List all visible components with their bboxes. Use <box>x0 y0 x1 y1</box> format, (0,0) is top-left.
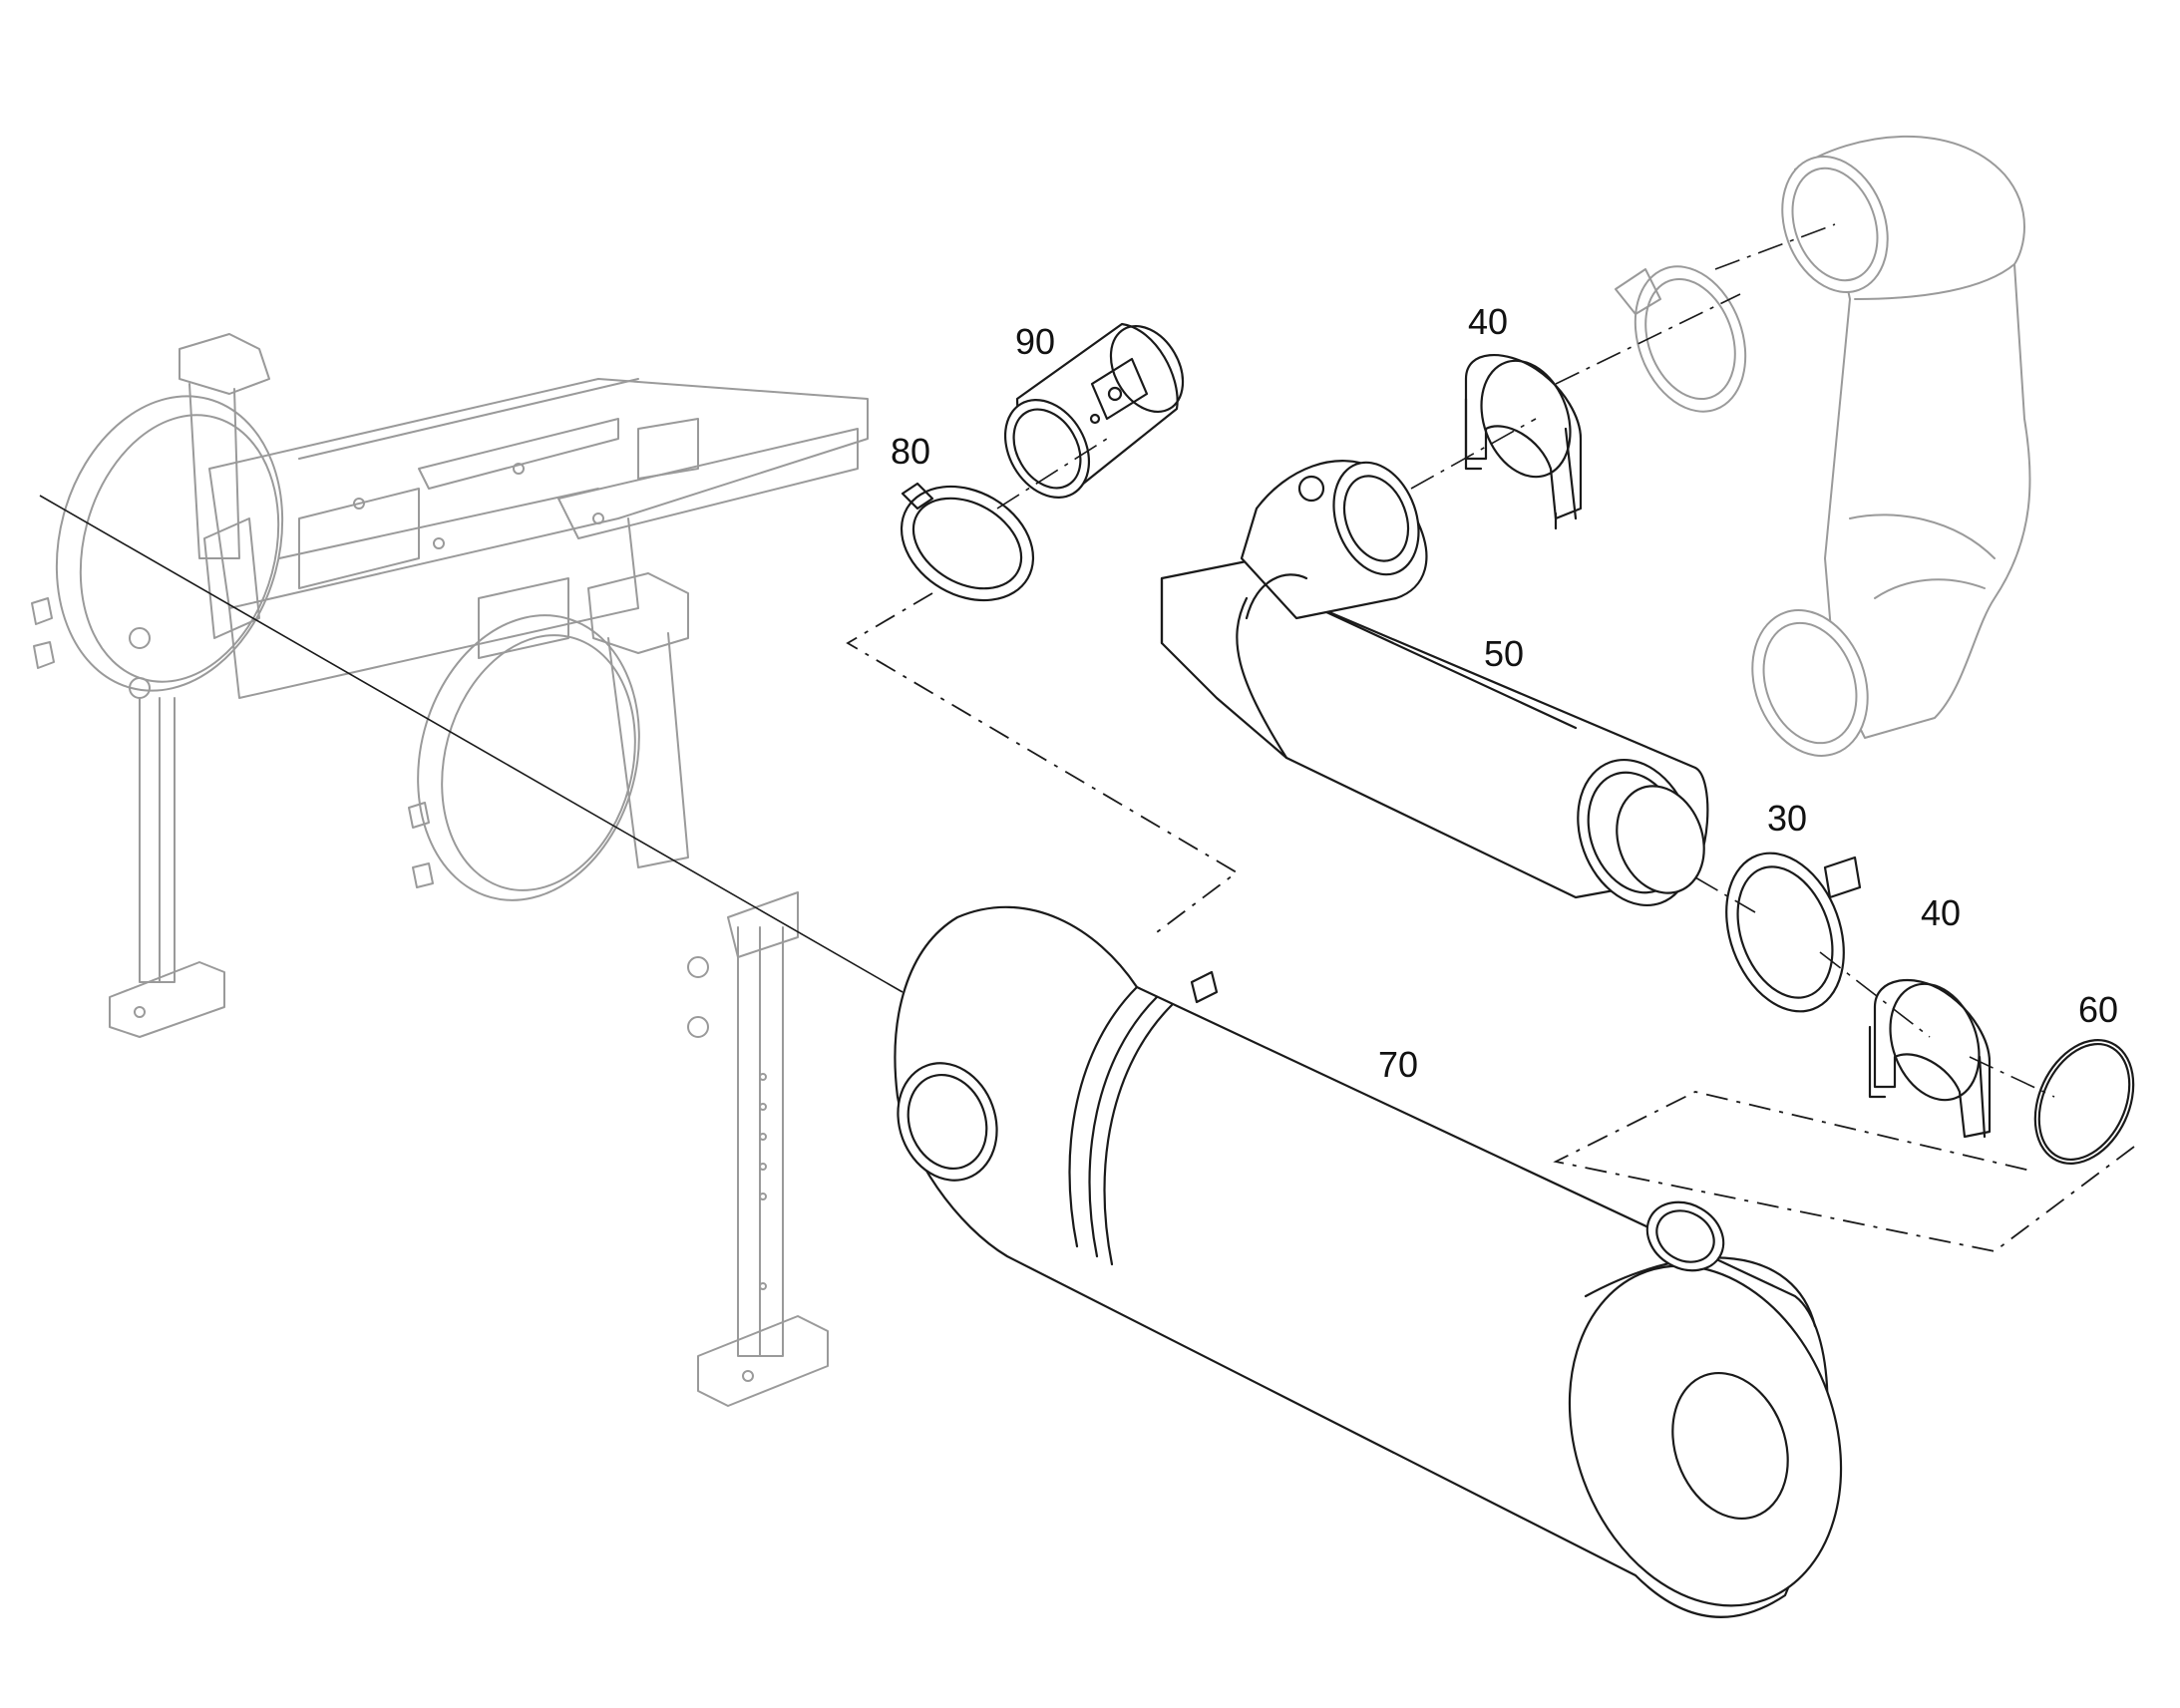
callout-40-bottom: 40 <box>1921 892 1961 933</box>
clamp-80 <box>900 482 1035 602</box>
ring-60 <box>2033 1038 2135 1166</box>
elbow-pipe <box>1751 135 2031 757</box>
clamp-30 <box>1725 852 1862 1013</box>
callout-40-top: 40 <box>1468 301 1508 342</box>
assembly-lines <box>846 223 2135 1252</box>
frame-axis-line <box>39 495 904 993</box>
callout-labels: 90 80 40 50 30 40 60 70 <box>891 301 2118 1085</box>
callout-80: 80 <box>891 431 930 472</box>
sleeve-90 <box>1003 322 1185 499</box>
pipe-50 <box>1160 460 1709 907</box>
elbow-clamp <box>1615 265 1747 413</box>
bracket-clamp-40-top <box>1464 353 1583 530</box>
bracket-clamp-40-bottom <box>1868 978 1992 1139</box>
callout-30: 30 <box>1767 798 1807 839</box>
callout-50: 50 <box>1484 633 1524 674</box>
callout-90: 90 <box>1015 321 1055 362</box>
mounting-frame <box>31 333 869 1407</box>
callout-70: 70 <box>1378 1044 1418 1085</box>
muffler-70 <box>894 905 1843 1618</box>
callout-60: 60 <box>2078 989 2118 1030</box>
